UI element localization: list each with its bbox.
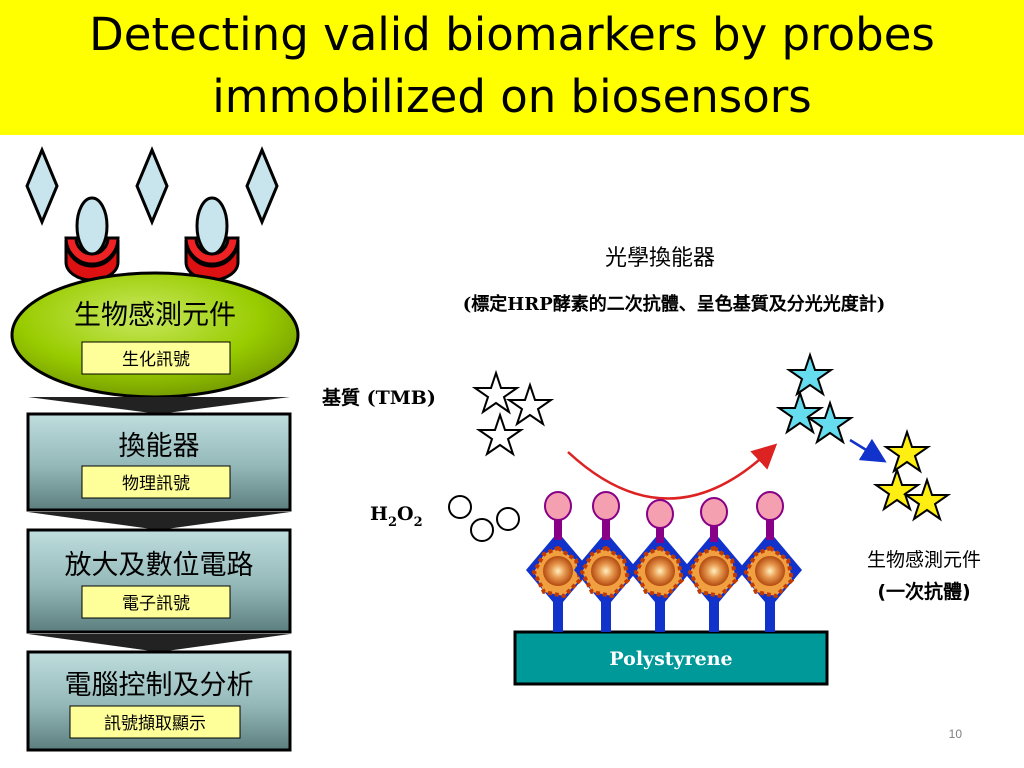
amplifier-label: 放大及數位電路 [65, 550, 254, 581]
flow-arrow-2 [28, 512, 290, 530]
signal-tag-electronic [81, 585, 231, 619]
computer-label: 電腦控制及分析 [65, 670, 254, 701]
polystyrene-base [513, 630, 829, 686]
analyte-diamond-3 [245, 146, 279, 226]
bio-element-label: 生物感測元件 [74, 300, 236, 331]
bio-element-side-label: 生物感測元件 [867, 549, 981, 571]
analyte-diamonds [25, 146, 279, 226]
signal-star-3 [902, 476, 952, 522]
receptor-cup-1 [64, 236, 120, 266]
tmb-star-3 [475, 411, 525, 457]
signal-tag-physical [81, 465, 231, 499]
signal-tag-biochemical [81, 341, 231, 375]
receptor-cup-2 [184, 236, 240, 266]
signal-stars [872, 428, 952, 522]
h2o2-bubble-3 [496, 507, 520, 531]
bio-element-ellipse [10, 271, 300, 399]
optical-transducer-title: 光學換能器 [605, 246, 715, 271]
title-line-1: Detecting valid biomarkers by probes [89, 8, 935, 61]
flow-arrow-1 [28, 397, 290, 414]
signal-tag-physical-label: 物理訊號 [122, 474, 190, 494]
flow-arrow-3 [28, 634, 290, 652]
antibody-assembly-4 [682, 497, 746, 632]
signal-star-2 [872, 466, 922, 512]
bound-analyte-1 [75, 196, 109, 256]
product-star-3 [805, 399, 855, 445]
flow-amplifier: 放大及數位電路 電子訊號 [26, 528, 292, 634]
antibody-assembly-3 [628, 499, 692, 632]
analyte-diamond-1 [25, 146, 59, 226]
primary-antibody-label: (一次抗體) [877, 580, 970, 603]
substrate-tmb-label: 基質 (TMB) [321, 386, 436, 409]
signal-tag-biochemical-label: 生化訊號 [122, 350, 190, 370]
reaction-arrow [849, 438, 887, 463]
signal-tag-display [69, 705, 241, 739]
h2o2-bubbles [448, 495, 520, 542]
receptor-cups [64, 196, 240, 282]
tmb-stars [471, 369, 555, 457]
h2o2-label: H2O2 [370, 503, 423, 530]
signal-tag-electronic-label: 電子訊號 [122, 594, 190, 614]
title-line-2: immobilized on biosensors [212, 70, 812, 123]
analyte-diamond-2 [135, 146, 169, 226]
reaction-arc [567, 443, 778, 500]
transducer-box [26, 412, 292, 512]
antibody-array [526, 491, 802, 632]
title-bar [0, 0, 1024, 135]
tmb-star-1 [471, 369, 521, 415]
antibody-assembly-5 [738, 491, 802, 632]
signal-tag-display-label: 訊號擷取顯示 [104, 714, 206, 734]
product-star-1 [785, 351, 835, 397]
signal-star-1 [882, 428, 932, 474]
h2o2-bubble-1 [448, 495, 472, 519]
optical-transducer-subtitle: (標定HRP酵素的二次抗體、呈色基質及分光光度計) [463, 293, 886, 315]
antibody-assembly-2 [574, 491, 638, 632]
slide-title: Detecting valid biomarkers by probes imm… [0, 4, 1024, 128]
flow-transducer: 換能器 物理訊號 [26, 412, 292, 512]
product-stars [775, 351, 855, 445]
polystyrene-label: Polystyrene [609, 648, 732, 670]
transducer-label: 換能器 [119, 431, 200, 462]
tmb-star-2 [505, 381, 555, 427]
flow-computer: 電腦控制及分析 訊號擷取顯示 [26, 650, 292, 752]
page-number: 10 [948, 727, 962, 741]
bound-analyte-2 [195, 196, 229, 256]
product-star-2 [775, 389, 825, 435]
h2o2-bubble-2 [470, 518, 494, 542]
flow-element: 生物感測元件 生化訊號 [10, 271, 300, 399]
cup-base-1 [64, 239, 120, 282]
antibody-assembly-1 [526, 491, 590, 632]
